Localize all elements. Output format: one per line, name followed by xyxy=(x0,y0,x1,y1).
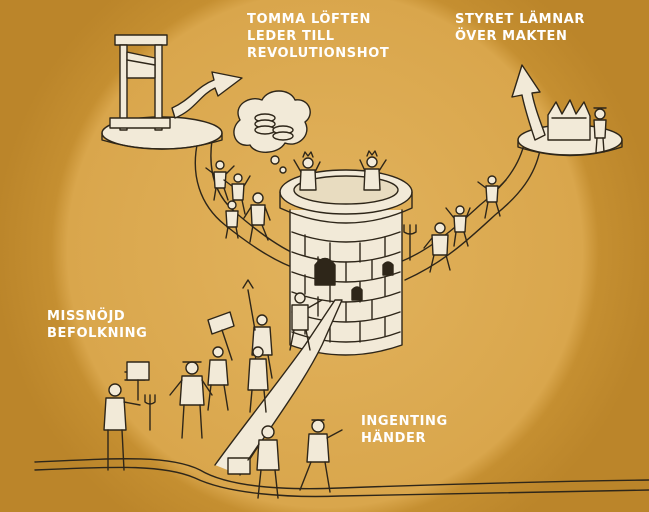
right-branch-path xyxy=(400,140,540,280)
label-line: MISSNÖJD xyxy=(47,308,147,325)
arrow-up-right-icon xyxy=(172,72,242,118)
label-line: INGENTING xyxy=(361,413,448,430)
label-line: STYRET LÄMNAR xyxy=(455,11,585,28)
label-government-leaves: STYRET LÄMNAR ÖVER MAKTEN xyxy=(455,11,585,45)
ground-path xyxy=(35,459,649,497)
label-line: LEDER TILL xyxy=(247,28,389,45)
label-line: TOMMA LÖFTEN xyxy=(247,11,389,28)
label-empty-promises: TOMMA LÖFTEN LEDER TILL REVOLUTIONSHOT xyxy=(247,11,389,62)
label-line: REVOLUTIONSHOT xyxy=(247,45,389,62)
label-line: HÄNDER xyxy=(361,430,448,447)
guillotine-icon xyxy=(110,35,170,130)
arrow-up-icon xyxy=(512,65,545,140)
coins-thought-bubble xyxy=(234,91,310,173)
crowd-right-path xyxy=(404,176,506,272)
label-line: ÖVER MAKTEN xyxy=(455,28,585,45)
left-branch-path xyxy=(195,140,305,270)
label-nothing-happens: INGENTING HÄNDER xyxy=(361,413,448,447)
label-discontent: MISSNÖJD BEFOLKNING xyxy=(47,308,147,342)
crown-icon xyxy=(548,100,590,140)
crowd-left-path xyxy=(206,161,270,242)
label-line: BEFOLKNING xyxy=(47,325,147,342)
